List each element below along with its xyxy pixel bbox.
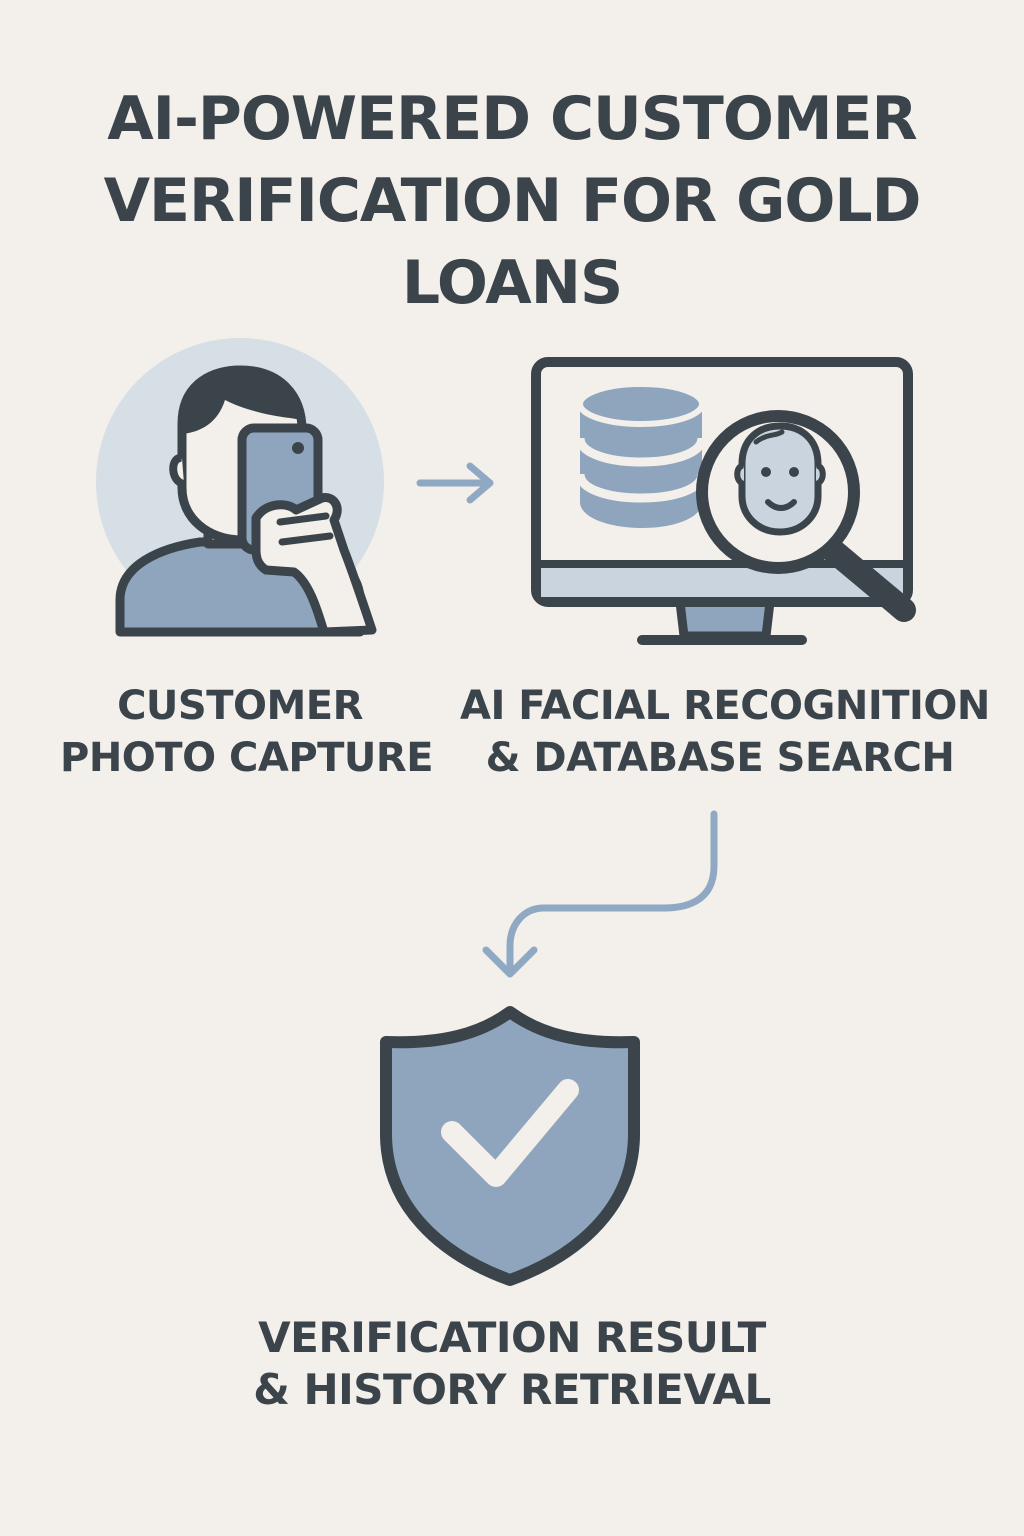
person-phone-icon (96, 338, 384, 637)
monitor-database-search-icon (531, 357, 916, 645)
step-1-line-1: CUSTOMER (117, 683, 363, 729)
step-label-ai-facial-recognition: AI FACIAL RECOGNITION & DATABASE SEARCH (460, 680, 990, 784)
shield-check-icon (380, 1006, 640, 1286)
step-label-customer-photo-capture: CUSTOMER PHOTO CAPTURE (60, 680, 434, 784)
title-line-2: VERIFICATION FOR GOLD LOANS (103, 166, 922, 318)
step-1-line-2: PHOTO CAPTURE (60, 735, 434, 781)
step-label-verification-result: VERIFICATION RESULT & HISTORY RETRIEVAL (200, 1312, 824, 1416)
step-2-line-2: & DATABASE SEARCH (485, 735, 955, 781)
title-line-1: AI-POWERED CUSTOMER (107, 84, 918, 154)
arrow-right-icon (416, 462, 494, 504)
arrow-curved-down-icon (482, 810, 718, 978)
step-3-line-2: & HISTORY RETRIEVAL (253, 1365, 771, 1414)
step-2-line-1: AI FACIAL RECOGNITION (460, 683, 990, 729)
step-3-line-1: VERIFICATION RESULT (258, 1313, 766, 1362)
diagram-title: AI-POWERED CUSTOMER VERIFICATION FOR GOL… (0, 78, 1024, 324)
